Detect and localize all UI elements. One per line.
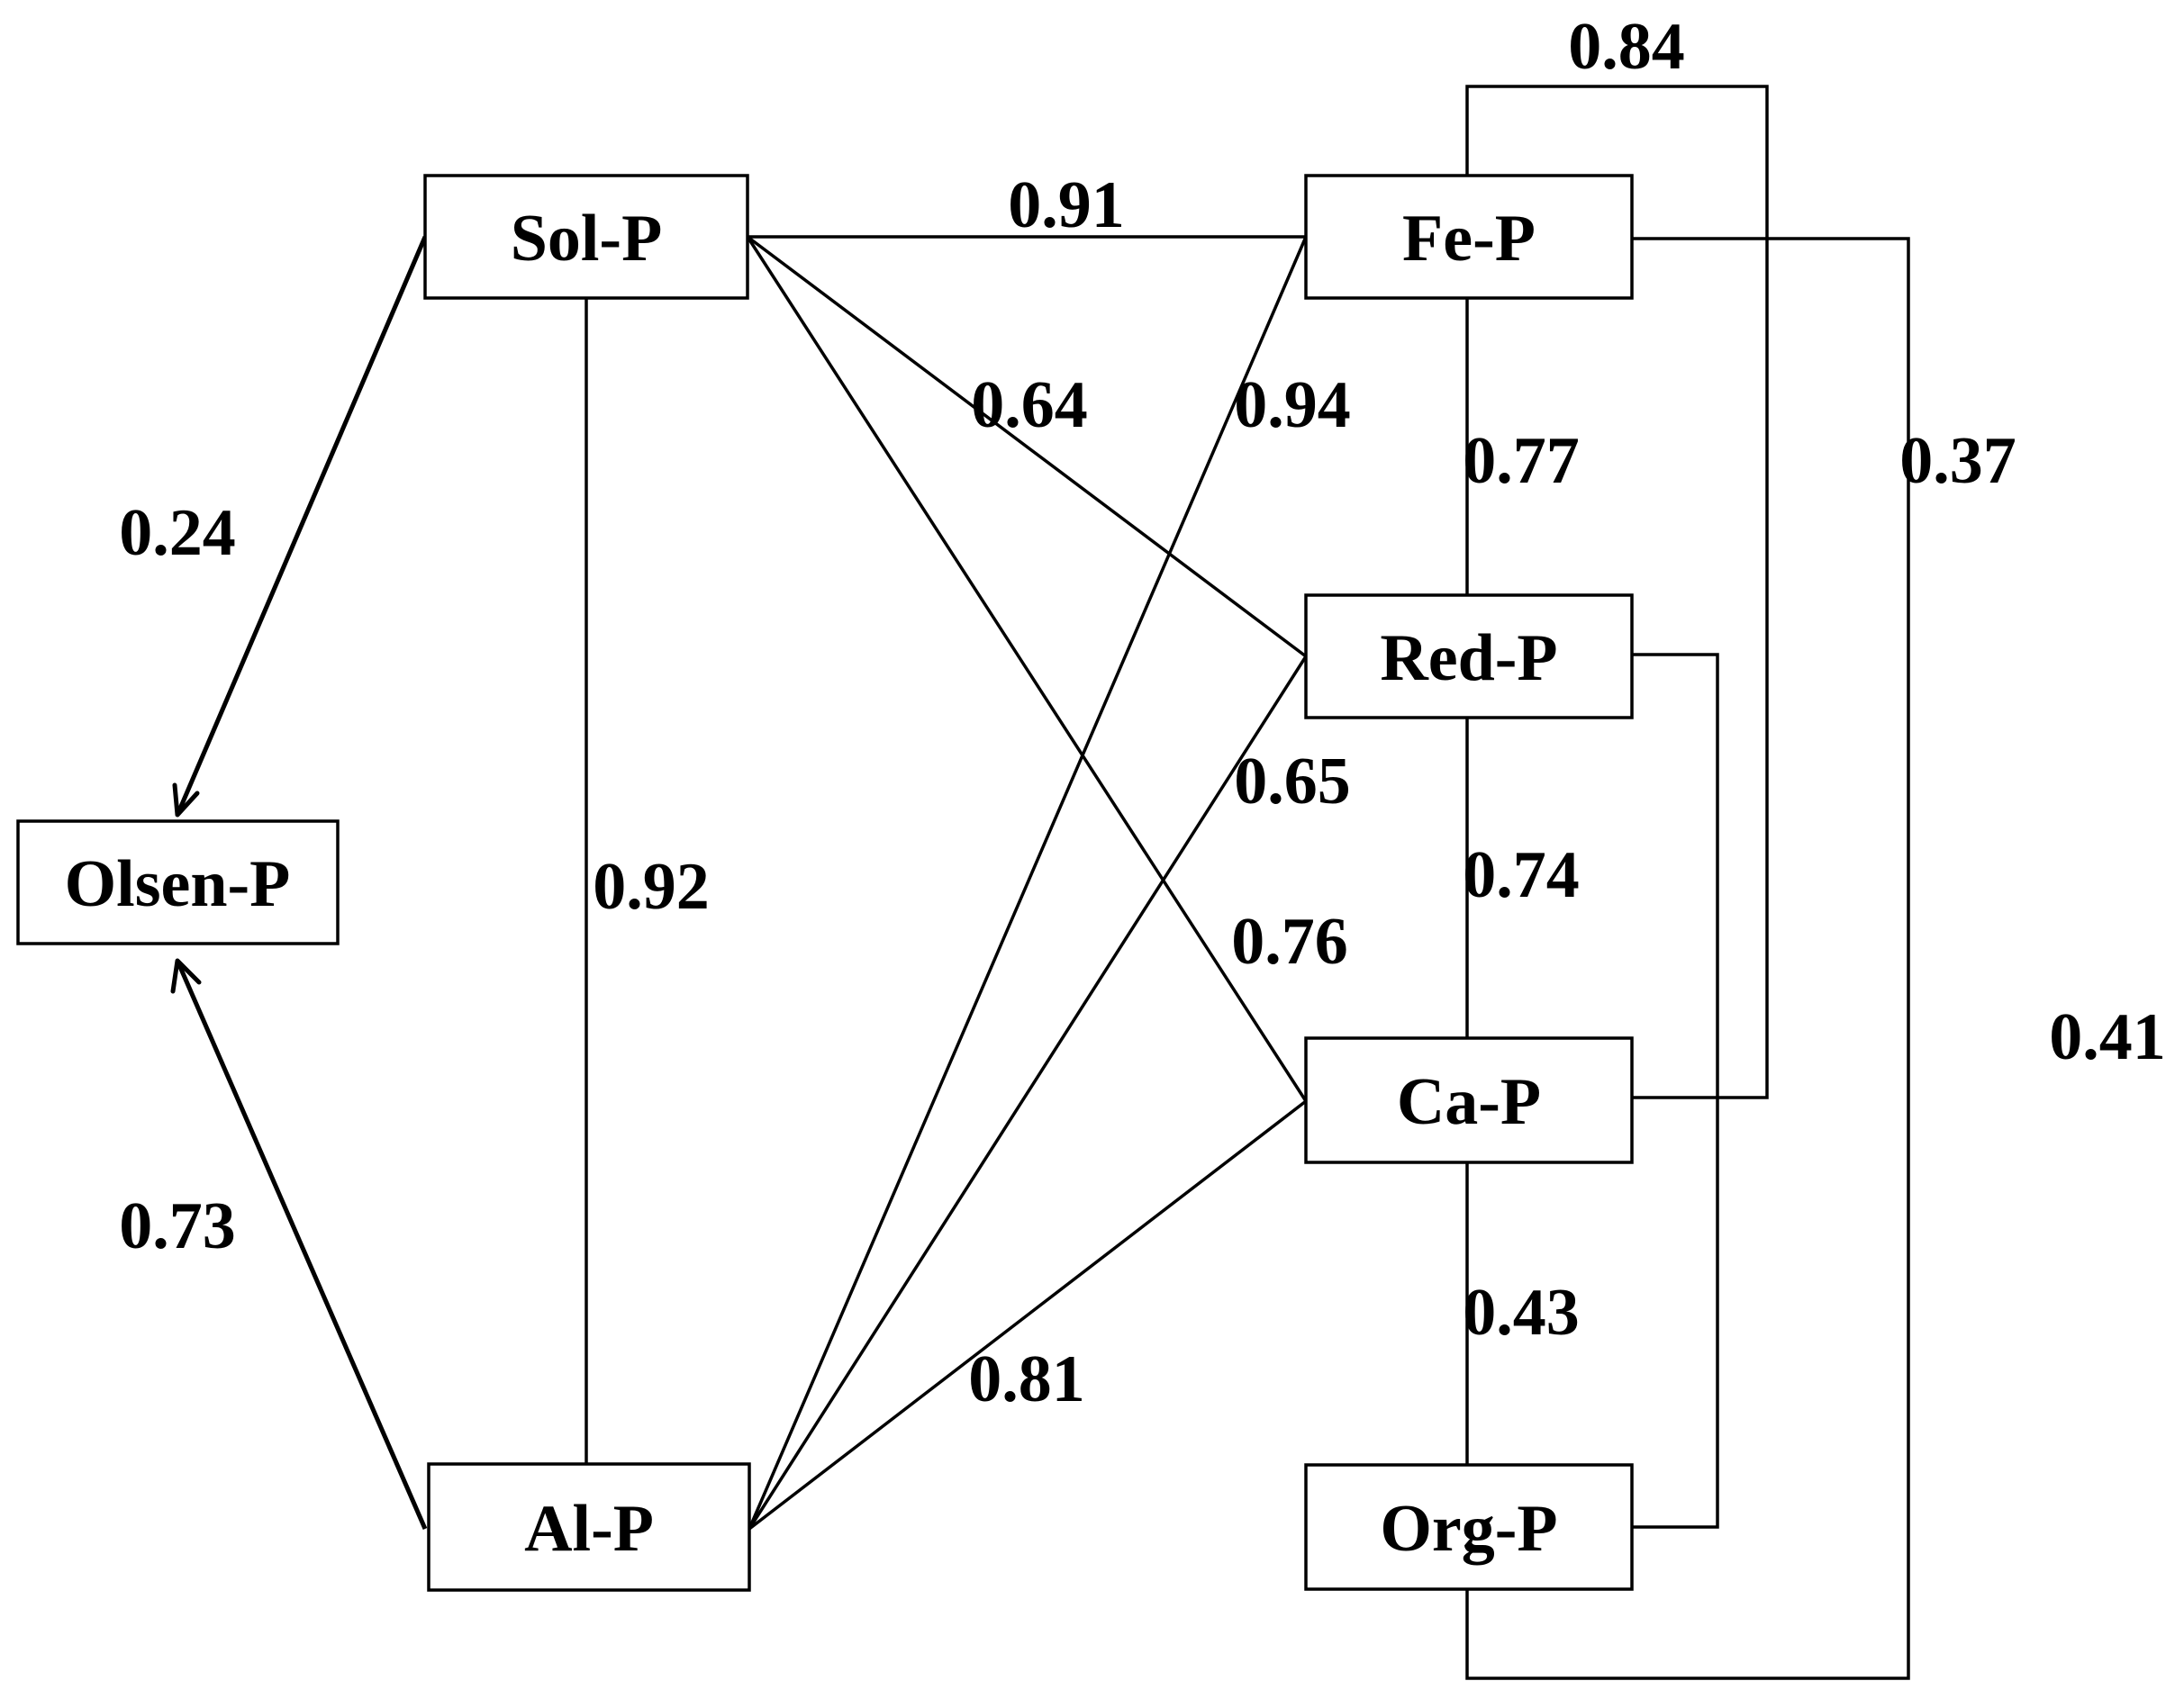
edge-label-sol-olsen: 0.24 bbox=[119, 496, 236, 570]
edge-al-olsen bbox=[175, 960, 428, 1530]
edge-label-sol-al: 0.92 bbox=[593, 850, 710, 924]
node-label-sol-p: Sol-P bbox=[511, 202, 663, 276]
edge-label-sol-ca: 0.76 bbox=[1231, 905, 1348, 979]
node-label-olsen-p: Olsen-P bbox=[65, 847, 291, 921]
edge-label-sol-fe: 0.91 bbox=[1008, 168, 1125, 242]
edge-label-al-fe: 0.94 bbox=[1234, 368, 1351, 442]
edge-label-fe-red: 0.77 bbox=[1463, 424, 1580, 498]
node-al-p: Al-P bbox=[427, 1462, 751, 1592]
node-label-org-p: Org-P bbox=[1380, 1492, 1557, 1566]
nodes: Olsen-P Sol-P Al-P Fe-P Red-P Ca-P Org-P bbox=[16, 174, 1634, 1592]
node-red-p: Red-P bbox=[1304, 593, 1634, 719]
node-ca-p: Ca-P bbox=[1304, 1036, 1634, 1164]
edge-al-fe bbox=[748, 236, 1308, 1530]
edge-al-ca bbox=[748, 1099, 1308, 1531]
node-org-p: Org-P bbox=[1304, 1463, 1634, 1591]
edge-sol-red bbox=[746, 235, 1308, 658]
node-sol-p: Sol-P bbox=[423, 174, 749, 300]
node-label-ca-p: Ca-P bbox=[1397, 1065, 1541, 1139]
edge-labels: 0.24 0.73 0.92 0.91 0.64 0.76 0.94 0.65 … bbox=[119, 10, 2166, 1416]
edge-label-al-ca: 0.81 bbox=[968, 1342, 1085, 1416]
edge-label-ca-org: 0.43 bbox=[1463, 1276, 1580, 1350]
node-olsen-p: Olsen-P bbox=[16, 819, 340, 945]
arrow-head-sol-olsen bbox=[172, 782, 200, 818]
edge-label-red-ca: 0.74 bbox=[1463, 838, 1580, 912]
node-label-red-p: Red-P bbox=[1380, 621, 1557, 695]
node-label-fe-p: Fe-P bbox=[1402, 202, 1536, 276]
node-fe-p: Fe-P bbox=[1304, 174, 1634, 300]
edge-red-org bbox=[1632, 653, 1719, 1529]
edge-label-al-olsen: 0.73 bbox=[119, 1189, 236, 1263]
edge-sol-olsen bbox=[175, 236, 428, 816]
node-label-al-p: Al-P bbox=[524, 1492, 654, 1566]
edges bbox=[170, 85, 1910, 1680]
edge-label-fe-org: 0.37 bbox=[1899, 424, 2016, 498]
edge-al-red bbox=[748, 655, 1308, 1530]
edge-label-red-org: 0.41 bbox=[2049, 1000, 2166, 1074]
edge-sol-ca bbox=[746, 236, 1308, 1102]
arrow-head-al-olsen bbox=[170, 958, 202, 994]
edge-label-fe-ca: 0.84 bbox=[1568, 10, 1685, 84]
edge-fe-org bbox=[1465, 237, 1910, 1680]
edge-label-al-red: 0.65 bbox=[1234, 745, 1351, 818]
edge-fe-ca bbox=[1465, 85, 1769, 1099]
edge-label-sol-red: 0.64 bbox=[971, 368, 1088, 442]
